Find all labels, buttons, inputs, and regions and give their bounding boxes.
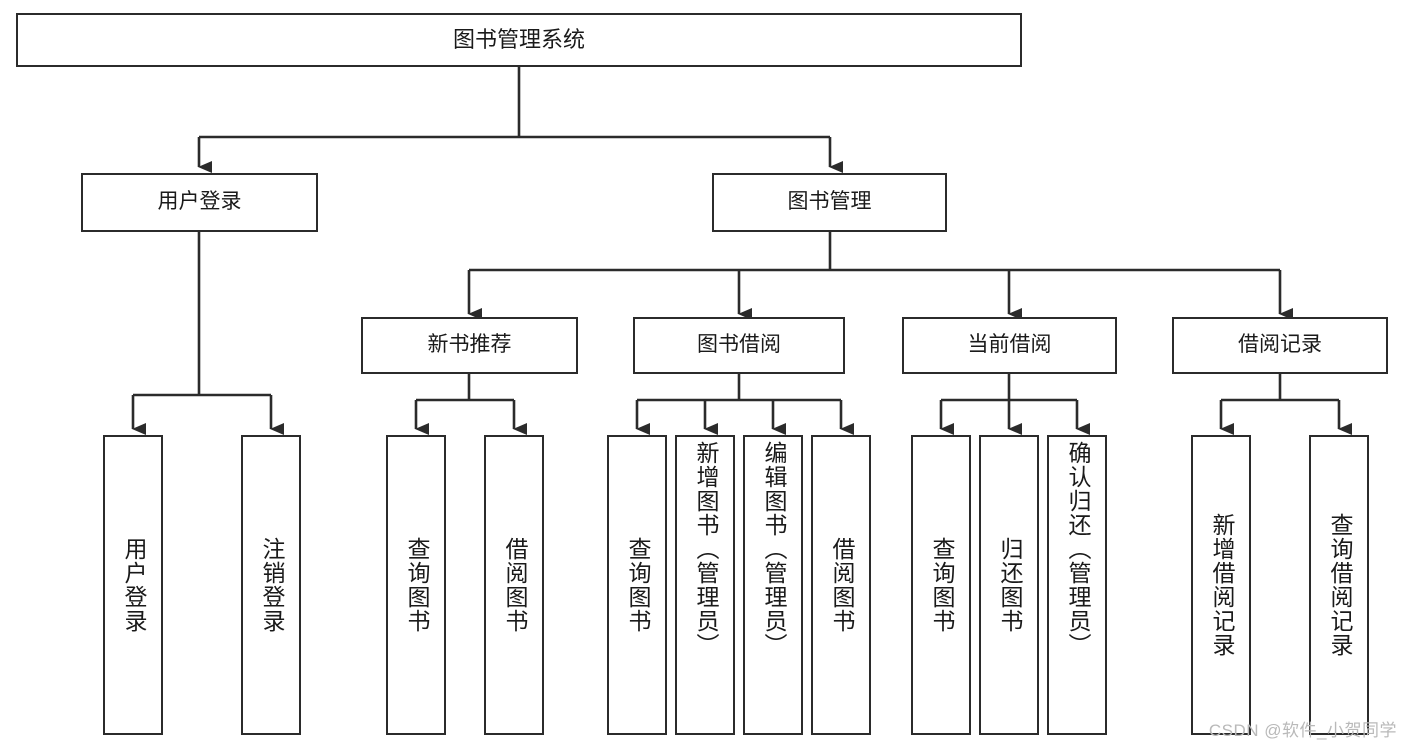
leaf-add-borrow-record[interactable]: 新增借阅记录: [1191, 435, 1251, 735]
node-current-borrow[interactable]: 当前借阅: [902, 317, 1117, 374]
leaf-borrow-book[interactable]: 借阅图书: [811, 435, 871, 735]
node-root-system[interactable]: 图书管理系统: [16, 13, 1022, 67]
node-label: 查询图书: [624, 537, 651, 633]
node-label: 确认归还（管理员）: [1064, 441, 1091, 657]
leaf-query-book-newbook[interactable]: 查询图书: [386, 435, 446, 735]
node-label: 新增借阅记录: [1208, 513, 1235, 657]
leaf-logout[interactable]: 注销登录: [241, 435, 301, 735]
node-label: 新书推荐: [427, 333, 512, 357]
leaf-query-book-borrow[interactable]: 查询图书: [607, 435, 667, 735]
node-label: 新增图书（管理员）: [692, 441, 719, 657]
node-book-borrow[interactable]: 图书借阅: [633, 317, 845, 374]
leaf-query-borrow-record[interactable]: 查询借阅记录: [1309, 435, 1369, 735]
node-label: 编辑图书（管理员）: [760, 441, 787, 657]
leaf-edit-book-admin[interactable]: 编辑图书（管理员）: [743, 435, 803, 735]
node-label: 注销登录: [258, 537, 285, 633]
leaf-query-book-current[interactable]: 查询图书: [911, 435, 971, 735]
node-label: 归还图书: [996, 537, 1023, 633]
leaf-return-book[interactable]: 归还图书: [979, 435, 1039, 735]
node-label: 图书管理: [787, 190, 872, 214]
node-user-login[interactable]: 用户登录: [81, 173, 318, 232]
leaf-add-book-admin[interactable]: 新增图书（管理员）: [675, 435, 735, 735]
node-label: 查询借阅记录: [1326, 513, 1353, 657]
node-label: 借阅图书: [501, 537, 528, 633]
node-label: 借阅图书: [828, 537, 855, 633]
node-label: 用户登录: [157, 190, 242, 214]
node-label: 查询图书: [928, 537, 955, 633]
node-label: 借阅记录: [1238, 333, 1322, 357]
node-label: 当前借阅: [967, 333, 1052, 357]
node-new-book-recommend[interactable]: 新书推荐: [361, 317, 578, 374]
node-borrow-record[interactable]: 借阅记录: [1172, 317, 1388, 374]
leaf-confirm-return-admin[interactable]: 确认归还（管理员）: [1047, 435, 1107, 735]
node-label: 图书借阅: [697, 333, 781, 357]
watermark-text: CSDN @软件_小贺同学: [1208, 721, 1397, 740]
leaf-user-login[interactable]: 用户登录: [103, 435, 163, 735]
node-label: 用户登录: [120, 537, 147, 633]
leaf-borrow-book-newbook[interactable]: 借阅图书: [484, 435, 544, 735]
node-book-management[interactable]: 图书管理: [712, 173, 947, 232]
node-label: 查询图书: [403, 537, 430, 633]
node-label: 图书管理系统: [452, 27, 585, 53]
